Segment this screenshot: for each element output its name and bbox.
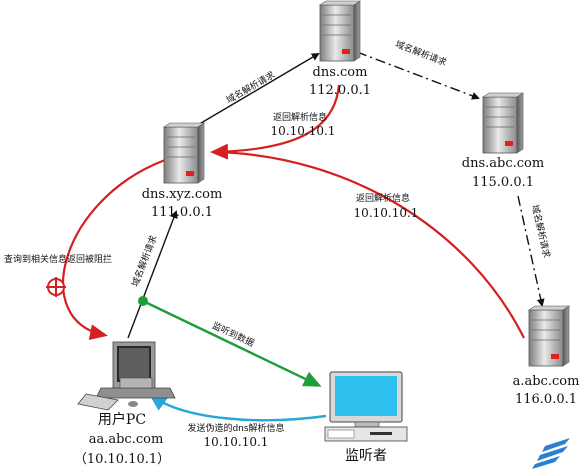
reply-com-to-xyz — [210, 84, 341, 160]
server-icon-a-abc — [528, 305, 570, 367]
edge-label-reply-com-ip: 10.10.10.1 — [271, 124, 336, 138]
label-user-pc-name: 用户PC — [98, 411, 146, 428]
monitor-icon — [324, 371, 408, 442]
logo-icon — [532, 438, 570, 469]
server-icon-dns-abc — [482, 92, 524, 154]
edge-label-reply-a-ip: 10.10.10.1 — [354, 206, 419, 220]
edge-abc-to-a — [517, 195, 545, 307]
label-user-pc-host: aa.abc.com — [89, 432, 164, 447]
server-icon-dns-xyz — [163, 122, 205, 184]
request-edges — [127, 51, 545, 339]
pc-icon — [77, 341, 176, 411]
reply-blocked — [62, 158, 166, 341]
label-listener: 监听者 — [345, 448, 387, 464]
edge-label-pc-to-xyz: 域名解析请求 — [129, 234, 160, 289]
label-dns-com-name: dns.com — [313, 65, 368, 80]
edge-pc-to-xyz — [127, 210, 178, 339]
tap-point — [138, 296, 148, 306]
edge-label-reply-a: 返回解析信息 — [356, 192, 410, 204]
edge-label-forged-ip: 10.10.10.1 — [204, 435, 269, 449]
label-dns-xyz-ip: 111.0.0.1 — [151, 205, 213, 220]
edge-com-to-abc — [356, 51, 480, 100]
forged-edge — [148, 393, 327, 422]
label-dns-com-ip: 112.0.0.1 — [309, 83, 371, 98]
blocked-icon — [46, 277, 66, 297]
edge-label-xyz-to-com: 域名解析请求 — [224, 69, 277, 106]
label-dns-xyz-name: dns.xyz.com — [142, 187, 223, 202]
label-a-abc-name: a.abc.com — [513, 374, 580, 389]
edge-xyz-to-com — [195, 52, 320, 127]
edge-label-blocked: 查询到相关信息返回被阻拦 — [4, 253, 112, 265]
reply-edges — [46, 84, 525, 341]
server-icon-dns-com — [319, 0, 361, 62]
label-user-pc-ip: （10.10.10.1） — [74, 452, 170, 467]
edge-label-reply-com: 返回解析信息 — [273, 111, 327, 123]
label-a-abc-ip: 116.0.0.1 — [515, 392, 577, 407]
label-dns-abc-ip: 115.0.0.1 — [472, 175, 534, 190]
sniff-edge — [138, 296, 322, 387]
edge-label-com-to-abc: 域名解析请求 — [394, 38, 449, 69]
edge-label-forged: 发送伪造的dns解析信息 — [187, 422, 284, 434]
edge-label-abc-to-a: 域名解析请求 — [529, 204, 553, 259]
label-dns-abc-name: dns.abc.com — [462, 156, 544, 171]
reply-a-to-xyz — [213, 150, 525, 339]
